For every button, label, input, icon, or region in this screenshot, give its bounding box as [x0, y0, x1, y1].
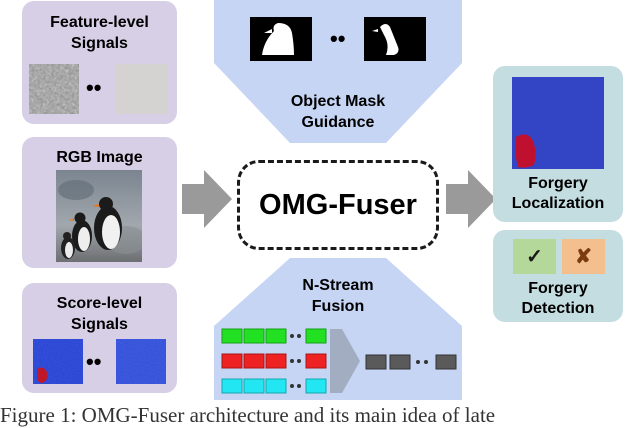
- green-stream-tokens: [221, 328, 327, 344]
- rgb-image-panel: RGB Image: [22, 137, 177, 268]
- mask-image-1: [250, 17, 312, 61]
- forgery-detection-panel: ✓ ✘ Forgery Detection: [493, 230, 623, 322]
- object-mask-label-2: Guidance: [301, 114, 375, 131]
- score-level-title-1: Score-level: [56, 295, 143, 312]
- red-stream-tokens: [221, 353, 327, 369]
- fusion-chevron-icon: [330, 329, 360, 393]
- feature-map-smooth-image: [116, 64, 168, 114]
- forgery-detection-label-2: Detection: [521, 300, 595, 317]
- feature-level-title-2: Signals: [71, 35, 128, 52]
- mask-ellipsis: ••: [330, 26, 346, 51]
- forgery-localization-label-1: Forgery: [528, 175, 588, 192]
- forgery-localization-label-2: Localization: [511, 195, 605, 212]
- feature-level-panel: Feature-level Signals ••: [22, 1, 177, 124]
- figure-caption: Figure 1: OMG-Fuser architecture and its…: [0, 403, 496, 427]
- score-map-image-2: [116, 339, 166, 384]
- penguin-photo: [56, 170, 142, 262]
- feature-level-title-1: Feature-level: [50, 14, 149, 31]
- localization-mask-image: [512, 77, 604, 169]
- feature-map-noise-image: [29, 64, 79, 114]
- omg-fuser-block: OMG-Fuser: [237, 160, 439, 250]
- stream-tokens-diagram: [221, 328, 457, 394]
- score-level-title-2: Signals: [71, 316, 128, 333]
- input-arrow-icon: [182, 170, 232, 228]
- feature-ellipsis: ••: [86, 75, 102, 100]
- n-stream-label-1: N-Stream: [302, 277, 374, 294]
- score-ellipsis: ••: [86, 349, 102, 374]
- score-map-image-1: [33, 339, 83, 384]
- score-level-panel: Score-level Signals ••: [22, 283, 177, 393]
- cyan-stream-tokens: [221, 378, 327, 394]
- cross-icon: ✘: [562, 239, 605, 274]
- n-stream-label-2: Fusion: [311, 298, 365, 315]
- forgery-localization-panel: Forgery Localization: [493, 66, 623, 222]
- output-arrow-icon: [446, 170, 496, 228]
- check-icon: ✓: [513, 239, 556, 274]
- object-mask-label-1: Object Mask: [290, 93, 386, 110]
- mask-image-2: [364, 17, 426, 61]
- rgb-image-title: RGB Image: [56, 149, 143, 166]
- forgery-detection-label-1: Forgery: [528, 280, 588, 297]
- fused-output-tokens: [365, 354, 457, 370]
